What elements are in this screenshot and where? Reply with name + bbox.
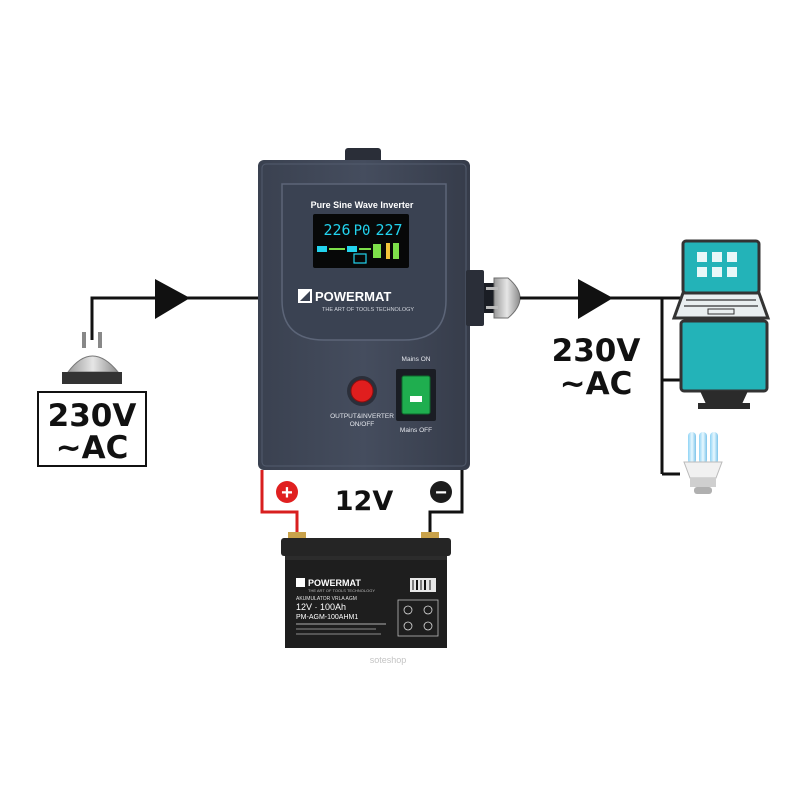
inverter-tagline: THE ART OF TOOLS TECHNOLOGY (322, 307, 414, 313)
input-voltage-label: 230V (48, 398, 137, 434)
battery-brand: POWERMAT (308, 578, 361, 588)
lcd-mode: P0 (354, 223, 371, 239)
battery-brand-logo (296, 578, 305, 587)
negative-cable (428, 470, 464, 538)
output-arrow (578, 279, 613, 319)
laptop-icon (671, 239, 771, 320)
input-type-label: ~AC (56, 430, 129, 466)
switch-off-label: Mains OFF (400, 427, 432, 434)
battery-voltage-label: 12V (335, 486, 394, 517)
inverter-brand-logo (298, 289, 312, 303)
lcd-input-value: 226 (323, 221, 350, 239)
battery-unit: POWERMAT THE ART OF TOOLS TECHNOLOGY AKU… (281, 532, 451, 648)
inverter-brand: POWERMAT (315, 289, 391, 304)
positive-terminal-icon (276, 481, 298, 503)
switch-on-label: Mains ON (402, 356, 431, 363)
button-label-line1: OUTPUT&INVERTER (330, 413, 394, 420)
battery-type-label: AKUMULATOR VRLA AGM (296, 596, 357, 602)
battery-barcode (410, 578, 436, 592)
monitor-icon (679, 319, 769, 409)
output-plug-icon (466, 270, 521, 326)
output-type-label: ~AC (560, 366, 633, 402)
positive-symbol: + (281, 482, 293, 504)
lcd-display: 226 P0 227 (313, 214, 409, 268)
lcd-output-value: 227 (375, 221, 402, 239)
output-inverter-button[interactable] (350, 379, 374, 403)
input-label-box (37, 391, 147, 467)
inverter-model-title: Pure Sine Wave Inverter (311, 200, 414, 210)
negative-symbol: − (435, 482, 447, 504)
battery-warning-icons (397, 599, 439, 637)
input-arrow (155, 279, 190, 319)
inverter-unit: Pure Sine Wave Inverter 226 P0 227 POWER… (258, 148, 470, 470)
input-plug-icon (62, 332, 122, 384)
watermark: soteshop (370, 655, 407, 665)
output-voltage-label: 230V (552, 333, 641, 369)
negative-terminal-icon (430, 481, 452, 503)
lightbulb-icon (683, 432, 723, 494)
battery-rating: 12V · 100Ah (296, 602, 346, 612)
positive-cable (260, 470, 299, 538)
battery-model: PM-AGM-100AHM1 (296, 614, 358, 621)
battery-tagline: THE ART OF TOOLS TECHNOLOGY (308, 588, 375, 593)
mains-switch[interactable] (401, 375, 431, 415)
button-label-line2: ON/OFF (350, 421, 375, 428)
input-wire (90, 296, 258, 340)
